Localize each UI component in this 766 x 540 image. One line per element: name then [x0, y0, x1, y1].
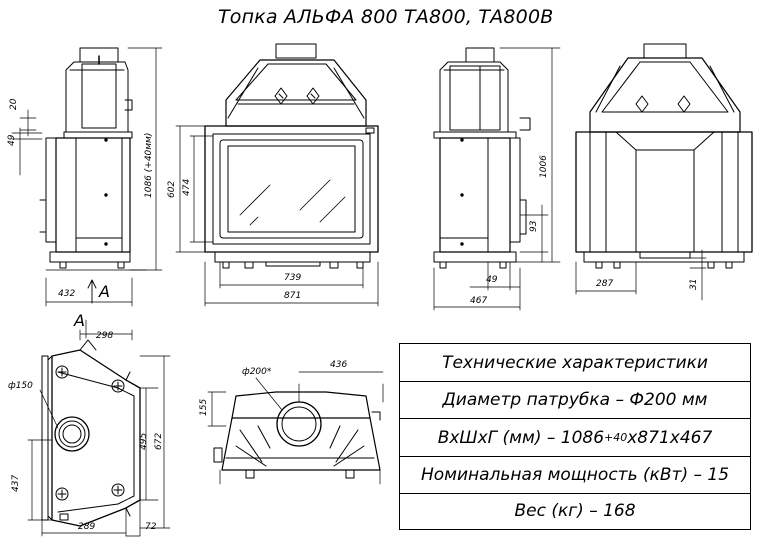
dim-label: 739: [284, 273, 302, 283]
dim-label: 49: [7, 134, 17, 146]
dim-label: 436: [330, 360, 348, 370]
spec-weight: Вес (кг) – 168: [400, 493, 750, 528]
top-view: [27, 319, 171, 537]
dim-label: 31: [689, 278, 699, 290]
spec-diameter: Диаметр патрубка – Ф200 мм: [400, 381, 750, 418]
dim-label: ф150: [8, 381, 33, 391]
spec-table: Технические характеристики Диаметр патру…: [399, 343, 751, 530]
drawing-title: Топка АЛЬФА 800 ТА800, ТА800В: [218, 6, 554, 28]
side-view-right: [433, 47, 561, 311]
dim-label: 602: [167, 180, 177, 198]
dim-label: 72: [145, 522, 157, 532]
dim-label: 20: [9, 98, 19, 110]
dim-label: 495: [139, 432, 149, 450]
dim-label: 871: [284, 291, 302, 301]
spec-size-sub: +40: [604, 431, 628, 444]
front-view: [175, 43, 379, 307]
dim-label: 287: [596, 279, 614, 289]
dim-label: 672: [154, 432, 164, 450]
dim-label: 1086 (+40мм): [144, 132, 154, 198]
view-marker-a: A: [99, 282, 110, 301]
dim-label: 432: [58, 289, 76, 299]
side-view-left: [11, 47, 163, 307]
top-front-view: [207, 371, 384, 485]
dim-label: 49: [486, 275, 498, 285]
spec-size-suffix: х871х467: [627, 427, 713, 448]
rear-view: [575, 43, 753, 301]
dim-label: 93: [529, 220, 539, 232]
view-marker-a-top: A: [74, 311, 85, 330]
dim-label: 1006: [539, 155, 549, 178]
dim-label: ф200*: [242, 367, 272, 377]
dim-label: 474: [182, 178, 192, 196]
dim-label: 298: [96, 331, 114, 341]
dim-label: 155: [199, 398, 209, 416]
spec-heading: Технические характеристики: [442, 352, 708, 373]
spec-size-prefix: ВхШхГ (мм) – 1086: [437, 427, 605, 448]
dim-label: 467: [470, 296, 488, 306]
dim-label: 289: [78, 522, 96, 532]
dim-label: 437: [11, 474, 21, 492]
spec-power: Номинальная мощность (кВт) – 15: [400, 456, 750, 493]
